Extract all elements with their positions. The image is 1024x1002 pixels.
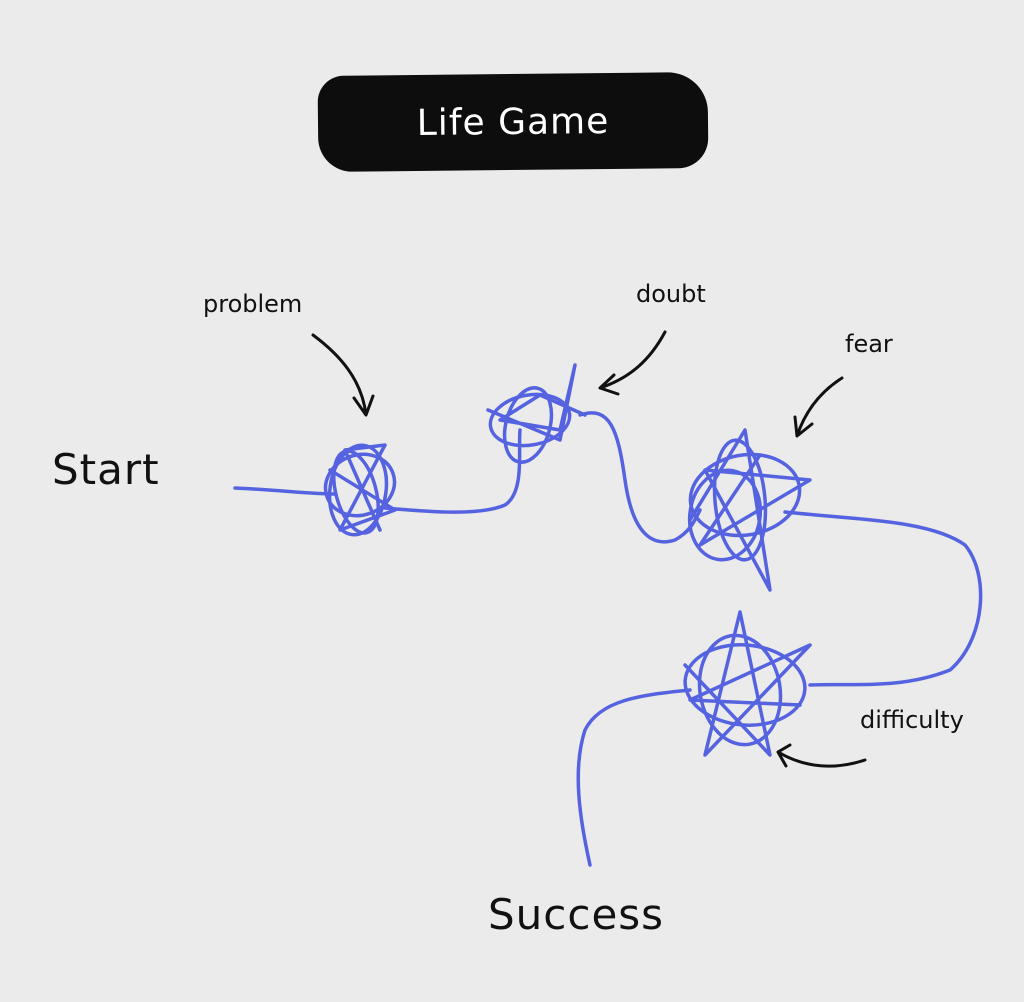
life-path-line bbox=[233, 411, 983, 867]
page-title: Life Game bbox=[416, 100, 610, 144]
doubt-arrow-icon bbox=[598, 330, 667, 396]
obstacle-label-fear: fear bbox=[845, 330, 893, 358]
problem-arrow-icon bbox=[311, 333, 375, 417]
problem-scribble bbox=[323, 443, 397, 537]
doubt-scribble bbox=[486, 363, 587, 464]
obstacle-label-doubt: doubt bbox=[636, 280, 706, 308]
difficulty-arrow-icon bbox=[776, 743, 867, 768]
difficulty-scribble bbox=[683, 610, 812, 757]
title-banner: Life Game bbox=[317, 71, 709, 173]
start-label: Start bbox=[52, 445, 160, 494]
success-label: Success bbox=[488, 890, 665, 939]
fear-scribble bbox=[687, 428, 812, 592]
obstacle-label-difficulty: difficulty bbox=[860, 706, 964, 734]
fear-arrow-icon bbox=[793, 376, 844, 438]
obstacle-label-problem: problem bbox=[203, 290, 303, 318]
